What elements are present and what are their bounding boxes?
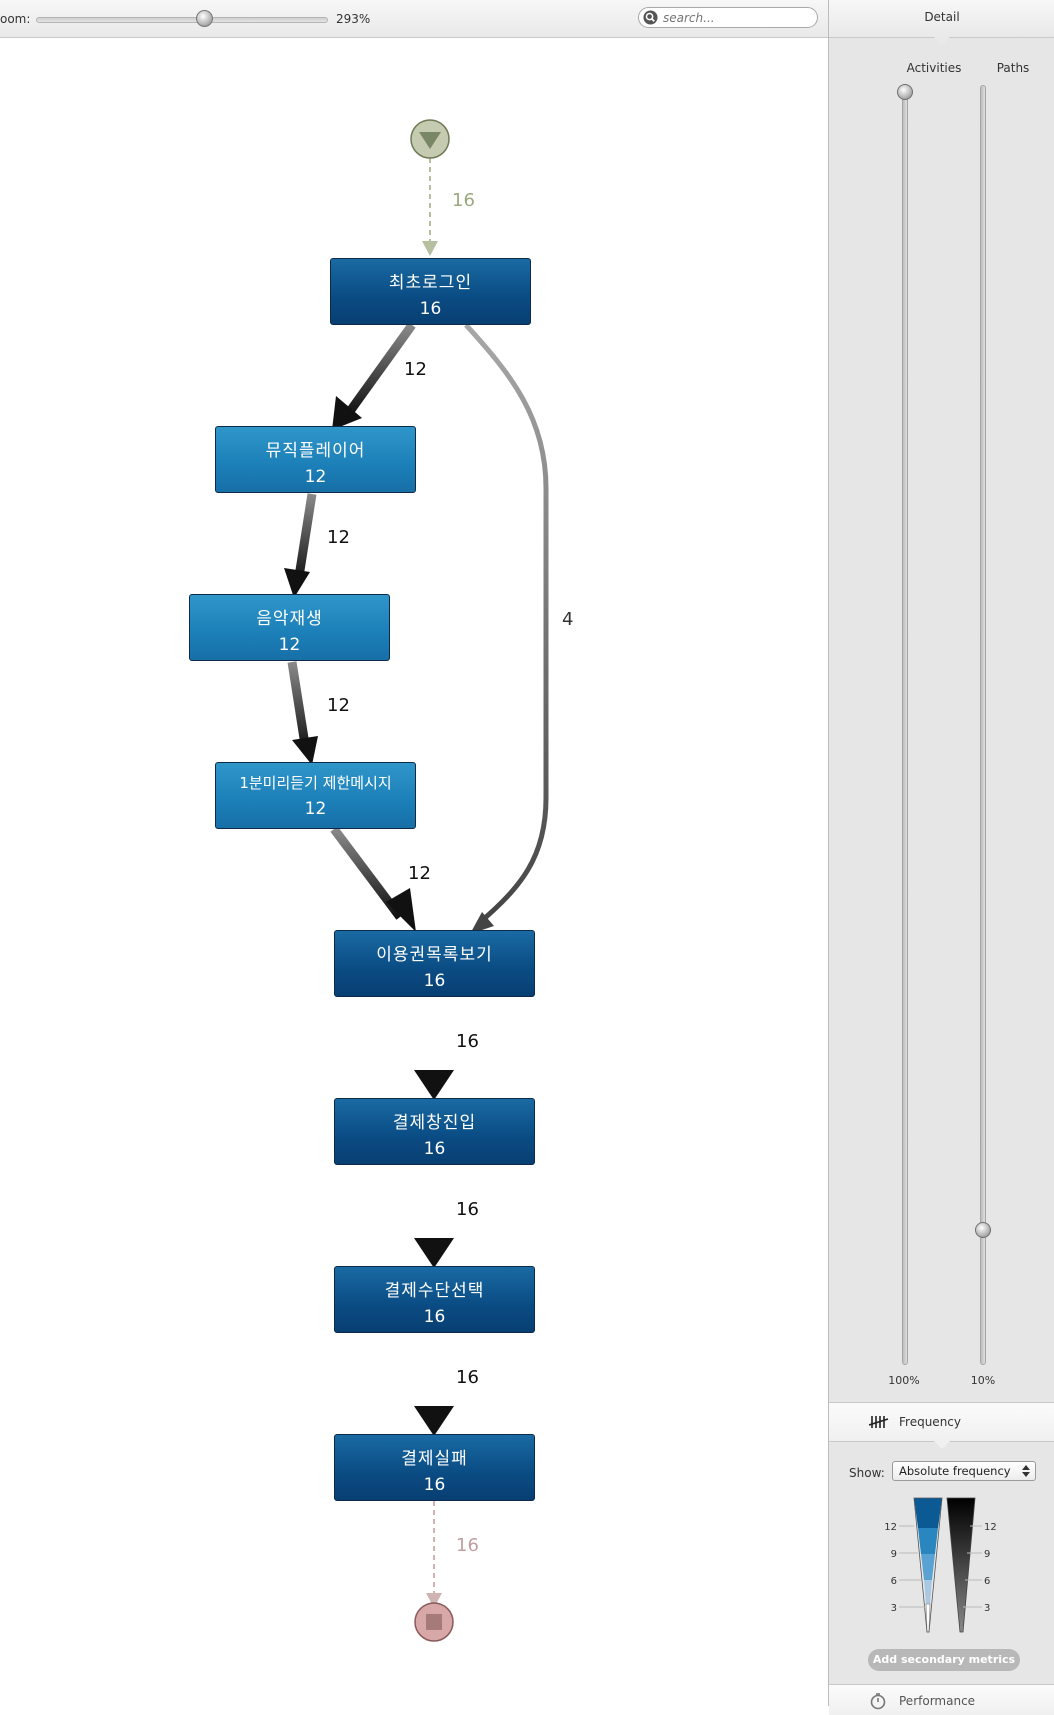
start-node[interactable] bbox=[410, 119, 450, 159]
edge-3-arrow bbox=[292, 736, 318, 765]
legend-tick-left: 6 bbox=[891, 1576, 897, 1587]
legend-tick-right: 3 bbox=[984, 1603, 990, 1614]
edge-bypass-label: 4 bbox=[562, 609, 574, 630]
detail-header[interactable]: Detail bbox=[829, 0, 1054, 45]
paths-percent: 10% bbox=[970, 1374, 996, 1387]
stopwatch-icon bbox=[870, 1693, 886, 1710]
edge-6-label: 16 bbox=[456, 1199, 479, 1220]
activity-node[interactable]: 최초로그인 16 bbox=[330, 258, 531, 325]
show-metric-value: Absolute frequency bbox=[899, 1464, 1011, 1478]
activity-label: 1분미리듣기 제한메시지 bbox=[239, 774, 392, 792]
performance-label: Performance bbox=[899, 1694, 976, 1708]
activity-label: 이용권목록보기 bbox=[376, 945, 493, 965]
edge-7-label: 16 bbox=[456, 1367, 479, 1388]
activity-count: 16 bbox=[423, 1139, 446, 1159]
end-stop-icon bbox=[426, 1614, 442, 1630]
activity-node[interactable]: 결제창진입 16 bbox=[334, 1098, 535, 1165]
frequency-notch bbox=[934, 1441, 950, 1449]
activity-label: 최초로그인 bbox=[388, 273, 473, 293]
activity-count: 12 bbox=[278, 635, 301, 655]
zoom-slider-thumb[interactable] bbox=[196, 10, 213, 27]
edge-1 bbox=[344, 322, 416, 417]
edge-7-arrow bbox=[414, 1406, 454, 1436]
activity-node[interactable]: 결제실패 16 bbox=[334, 1434, 535, 1501]
activity-count: 16 bbox=[423, 1475, 446, 1495]
activity-label: 음악재생 bbox=[256, 609, 323, 629]
edge-2-label: 12 bbox=[327, 527, 350, 548]
edge-bypass-arrow bbox=[470, 912, 494, 934]
show-metric-select[interactable]: Absolute frequency bbox=[892, 1461, 1036, 1481]
search-input[interactable] bbox=[663, 9, 811, 26]
activity-node[interactable]: 이용권목록보기 16 bbox=[334, 930, 535, 997]
edge-5-label: 16 bbox=[456, 1031, 479, 1052]
activity-count: 12 bbox=[304, 467, 327, 487]
select-arrows-icon bbox=[1022, 1465, 1030, 1477]
legend-tick-left: 9 bbox=[891, 1549, 897, 1560]
paths-slider-thumb[interactable] bbox=[975, 1222, 991, 1238]
toolbar: oom: 293% bbox=[0, 0, 828, 38]
process-map: 16 12 12 12 12 4 16 16 16 16 최초로그인 16 뮤직… bbox=[0, 38, 828, 1706]
activities-slider-track[interactable] bbox=[902, 85, 908, 1365]
side-panel: Detail Activities Paths 100% 10% Frequen… bbox=[828, 0, 1054, 1715]
edge-3 bbox=[287, 661, 311, 752]
activities-percent: 100% bbox=[888, 1374, 920, 1387]
search-icon bbox=[643, 10, 658, 25]
activity-node[interactable]: 뮤직플레이어 12 bbox=[215, 426, 416, 493]
edge-1-label: 12 bbox=[404, 359, 427, 380]
detail-header-label: Detail bbox=[924, 10, 960, 24]
zoom-value: 293% bbox=[336, 12, 371, 26]
activity-label: 결제창진입 bbox=[392, 1113, 477, 1133]
zoom-label: oom: bbox=[0, 12, 31, 26]
legend-tick-left: 12 bbox=[884, 1522, 897, 1533]
edge-2 bbox=[293, 493, 317, 584]
show-label: Show: bbox=[849, 1466, 885, 1480]
start-play-icon bbox=[419, 132, 441, 149]
header-notch bbox=[934, 37, 950, 45]
edge-4-arrow bbox=[386, 888, 416, 932]
edge-end-arrow bbox=[426, 1593, 442, 1608]
activities-label: Activities bbox=[906, 61, 962, 75]
end-node[interactable] bbox=[414, 1602, 454, 1642]
edge-6-arrow bbox=[414, 1238, 454, 1268]
edge-1-arrow bbox=[332, 396, 362, 430]
legend-tick-right: 12 bbox=[984, 1522, 997, 1533]
activity-node[interactable]: 음악재생 12 bbox=[189, 594, 390, 661]
edge-5-arrow bbox=[414, 1070, 454, 1100]
activity-label: 뮤직플레이어 bbox=[265, 441, 366, 461]
activities-slider-thumb[interactable] bbox=[897, 84, 913, 100]
frequency-label: Frequency bbox=[899, 1415, 961, 1429]
activity-label: 결제수단선택 bbox=[384, 1281, 485, 1301]
edge-start-label: 16 bbox=[452, 190, 475, 211]
tally-icon bbox=[869, 1416, 889, 1428]
edge-start-arrow bbox=[422, 241, 438, 256]
legend-tick-right: 6 bbox=[984, 1576, 990, 1587]
edge-bypass bbox=[464, 323, 549, 926]
activity-count: 16 bbox=[423, 1307, 446, 1327]
paths-slider-track[interactable] bbox=[980, 85, 986, 1365]
activity-count: 12 bbox=[304, 799, 327, 819]
legend-tick-right: 9 bbox=[984, 1549, 990, 1560]
activity-label: 결제실패 bbox=[401, 1449, 468, 1469]
activity-node[interactable]: 1분미리듣기 제한메시지 12 bbox=[215, 762, 416, 829]
search-box[interactable] bbox=[638, 7, 818, 28]
activity-count: 16 bbox=[423, 971, 446, 991]
performance-tab[interactable]: Performance bbox=[829, 1684, 1054, 1715]
zoom-slider-track[interactable] bbox=[36, 17, 328, 23]
edge-end-label: 16 bbox=[456, 1535, 479, 1556]
legend-tick-left: 3 bbox=[891, 1603, 897, 1614]
frequency-legend: 12 9 6 3 12 9 6 3 bbox=[884, 1497, 997, 1633]
activity-node[interactable]: 결제수단선택 16 bbox=[334, 1266, 535, 1333]
edge-4-label: 12 bbox=[408, 863, 431, 884]
edge-3-label: 12 bbox=[327, 695, 350, 716]
process-map-edges bbox=[284, 119, 549, 1642]
add-secondary-metrics-button[interactable]: Add secondary metrics bbox=[868, 1649, 1020, 1671]
edge-2-arrow bbox=[284, 568, 310, 598]
paths-label: Paths bbox=[996, 61, 1030, 75]
frequency-tab[interactable]: Frequency bbox=[829, 1402, 1054, 1449]
activity-count: 16 bbox=[419, 299, 442, 319]
